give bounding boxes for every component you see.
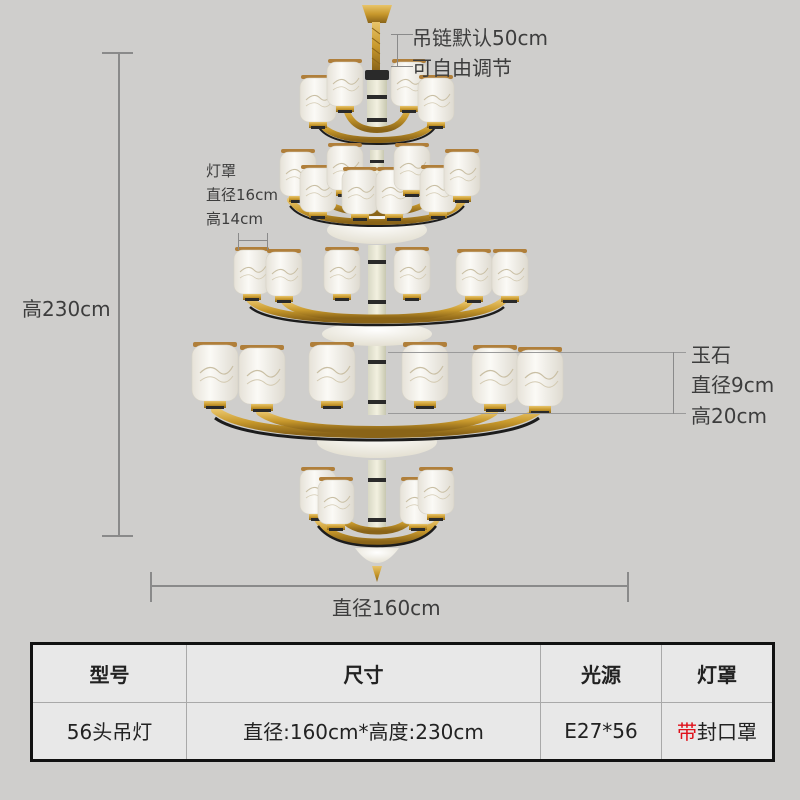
header-light-source: 光源 — [540, 643, 662, 703]
total-height-label: 高230cm — [22, 297, 111, 321]
shade-dimension-tick-right — [267, 233, 268, 250]
jade-dimension-line — [673, 352, 674, 414]
shade-diameter-label: 直径16cm — [206, 186, 278, 204]
header-size: 尺寸 — [186, 643, 541, 703]
cell-light-source: E27*56 — [540, 701, 662, 761]
shade-height-label: 高14cm — [206, 210, 263, 228]
canopy — [362, 5, 392, 23]
chain-dimension-tick-top — [391, 34, 413, 35]
shade-dimension-tick-left — [238, 233, 239, 250]
shade-highlight-text: 带 — [677, 720, 697, 745]
jade-leader-bottom — [388, 413, 686, 414]
spec-table-row: 56头吊灯 直径:160cm*高度:230cm E27*56 带封口罩 — [31, 701, 774, 761]
height-tick-top — [102, 52, 133, 54]
chain-adjustable-label: 可自由调节 — [412, 56, 512, 80]
height-tick-bottom — [102, 535, 133, 537]
shade-rest-text: 封口罩 — [697, 720, 757, 745]
spec-table: 型号 尺寸 光源 灯罩 56头吊灯 直径:160cm*高度:230cm E27*… — [30, 642, 775, 762]
shade-title-label: 灯罩 — [206, 162, 237, 180]
cell-model: 56头吊灯 — [31, 701, 187, 761]
chain-dimension-line — [397, 34, 398, 66]
jade-height-label: 高20cm — [691, 404, 767, 428]
chain-dimension-tick-bottom — [391, 66, 413, 67]
cell-shade: 带封口罩 — [661, 701, 774, 761]
jade-title-label: 玉石 — [691, 343, 731, 367]
jade-diameter-label: 直径9cm — [691, 373, 775, 397]
jade-leader-top — [388, 352, 686, 353]
shade-dimension-line — [238, 240, 268, 241]
diameter-tick-right — [627, 572, 629, 602]
cell-size: 直径:160cm*高度:230cm — [186, 701, 541, 761]
diameter-dimension-line — [151, 585, 629, 587]
header-shade: 灯罩 — [661, 643, 774, 703]
total-diameter-label: 直径160cm — [332, 596, 441, 620]
chandelier-image — [191, 5, 564, 582]
header-model: 型号 — [31, 643, 187, 703]
chain-length-label: 吊链默认50cm — [412, 26, 548, 50]
diameter-tick-left — [150, 572, 152, 602]
spec-table-header-row: 型号 尺寸 光源 灯罩 — [31, 643, 774, 703]
height-dimension-line — [118, 53, 120, 536]
